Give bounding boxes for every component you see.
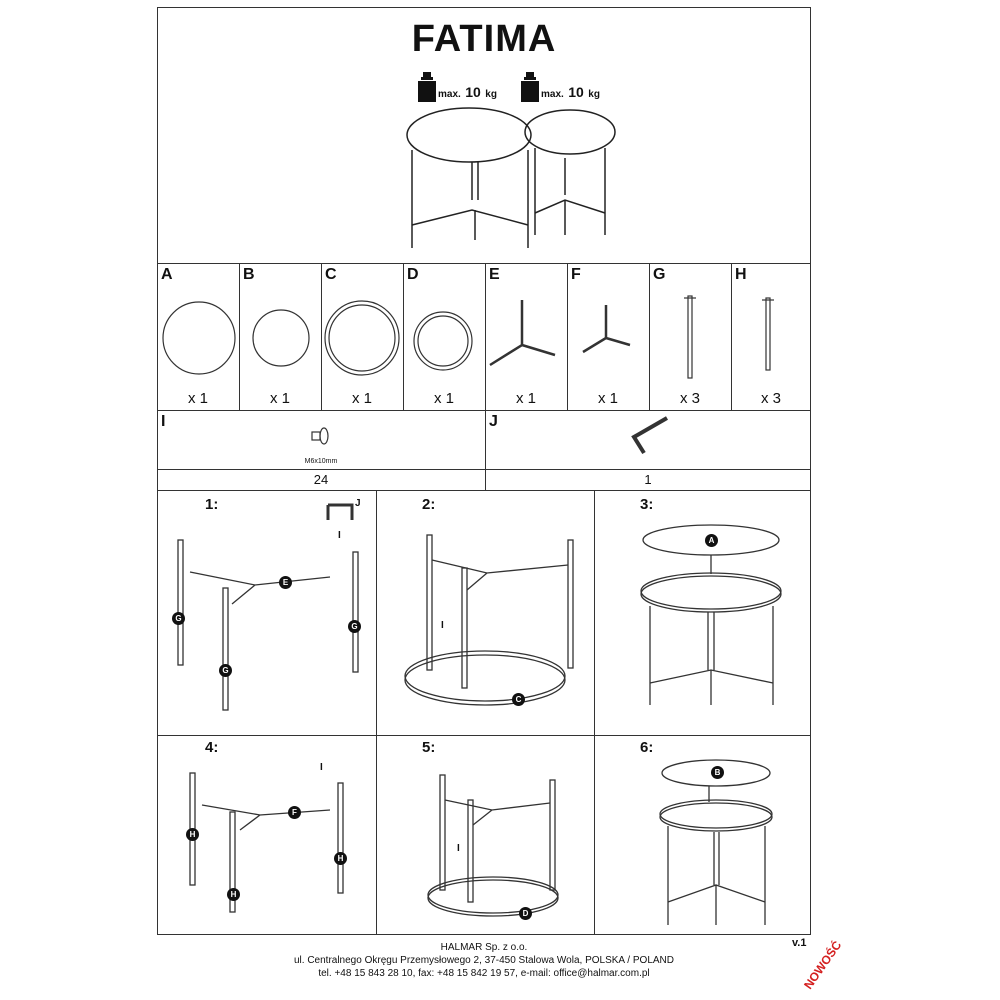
product-illustration — [406, 107, 616, 248]
callout-g: G — [172, 612, 185, 625]
part-label-a: A — [161, 266, 173, 283]
part-label-c: C — [325, 266, 337, 283]
company-name: HALMAR Sp. z o.o. — [440, 942, 528, 953]
callout-j: J — [355, 498, 361, 509]
callout-h: H — [334, 852, 347, 865]
hardware-count-i: 24 — [313, 472, 329, 487]
weight-limit-1 — [417, 72, 437, 107]
step-4-label: 4: — [205, 739, 219, 756]
part-label-d: D — [407, 266, 419, 283]
weight-icon — [418, 72, 436, 102]
step-3-drawing — [640, 524, 782, 705]
parts-drawings — [162, 295, 774, 455]
part-count-f: x 1 — [597, 390, 618, 407]
part-count-e: x 1 — [515, 390, 536, 407]
hardware-screw-icon — [311, 427, 329, 445]
hardware-label-i: I — [161, 413, 166, 430]
step-5-label: 5: — [422, 739, 436, 756]
part-count-h: x 3 — [760, 390, 781, 407]
weight-label: max. — [541, 89, 564, 100]
weight-unit: kg — [588, 89, 600, 100]
part-count-a: x 1 — [187, 390, 208, 407]
step-1-label: 1: — [205, 496, 219, 513]
step-4-drawing — [189, 772, 344, 913]
step-3-label: 3: — [640, 496, 654, 513]
step-2-label: 2: — [422, 496, 436, 513]
callout-g: G — [348, 620, 361, 633]
weight-unit: kg — [485, 89, 497, 100]
part-f-base-small — [582, 305, 631, 354]
screw-spec: M6x10mm — [304, 458, 338, 465]
part-label-b: B — [243, 266, 255, 283]
callout-f: F — [288, 806, 301, 819]
part-c-ring-large — [324, 300, 400, 376]
part-e-base-large — [489, 300, 556, 367]
part-label-g: G — [653, 266, 666, 283]
weight-icon — [521, 72, 539, 102]
assembly-steps-drawings — [177, 503, 782, 925]
hardware-label-j: J — [489, 413, 498, 430]
part-d-ring-small — [413, 311, 473, 371]
step-1-drawing — [177, 503, 359, 711]
part-h-leg-short — [762, 297, 774, 371]
callout-h: H — [227, 888, 240, 901]
footer: HALMAR Sp. z o.o. ul. Centralnego Okręgu… — [157, 941, 811, 980]
part-a-glass-top-large — [162, 301, 236, 375]
callout-i: I — [441, 620, 444, 631]
weight-value: 10 — [465, 84, 481, 100]
company-contact: tel. +48 15 843 28 10, fax: +48 15 842 1… — [318, 968, 650, 979]
callout-i: I — [338, 530, 341, 541]
instruction-sheet-frame — [157, 7, 811, 935]
part-b-glass-top-small — [252, 309, 310, 367]
part-g-leg-long — [684, 295, 696, 379]
callout-b: B — [711, 766, 724, 779]
step-2-drawing — [404, 534, 574, 706]
callout-i: I — [457, 843, 460, 854]
version-label: v.1 — [792, 937, 807, 949]
part-label-f: F — [571, 266, 581, 283]
callout-g: G — [219, 664, 232, 677]
part-count-g: x 3 — [679, 390, 700, 407]
part-count-c: x 1 — [351, 390, 372, 407]
hardware-allen-key-icon — [631, 416, 668, 455]
part-label-e: E — [489, 266, 500, 283]
callout-c: C — [512, 693, 525, 706]
product-title: FATIMA — [411, 18, 557, 60]
step-5-drawing — [427, 774, 559, 917]
callout-e: E — [279, 576, 292, 589]
hardware-count-j: 1 — [644, 472, 652, 487]
step-6-label: 6: — [640, 739, 654, 756]
callout-a: A — [705, 534, 718, 547]
part-count-d: x 1 — [433, 390, 454, 407]
part-count-b: x 1 — [269, 390, 290, 407]
callout-h: H — [186, 828, 199, 841]
weight-limit-2 — [520, 72, 540, 107]
part-label-h: H — [735, 266, 747, 283]
company-address: ul. Centralnego Okręgu Przemysłowego 2, … — [293, 955, 674, 966]
weight-value: 10 — [568, 84, 584, 100]
callout-i: I — [320, 762, 323, 773]
step-6-drawing — [659, 759, 773, 925]
weight-label: max. — [438, 89, 461, 100]
callout-d: D — [519, 907, 532, 920]
